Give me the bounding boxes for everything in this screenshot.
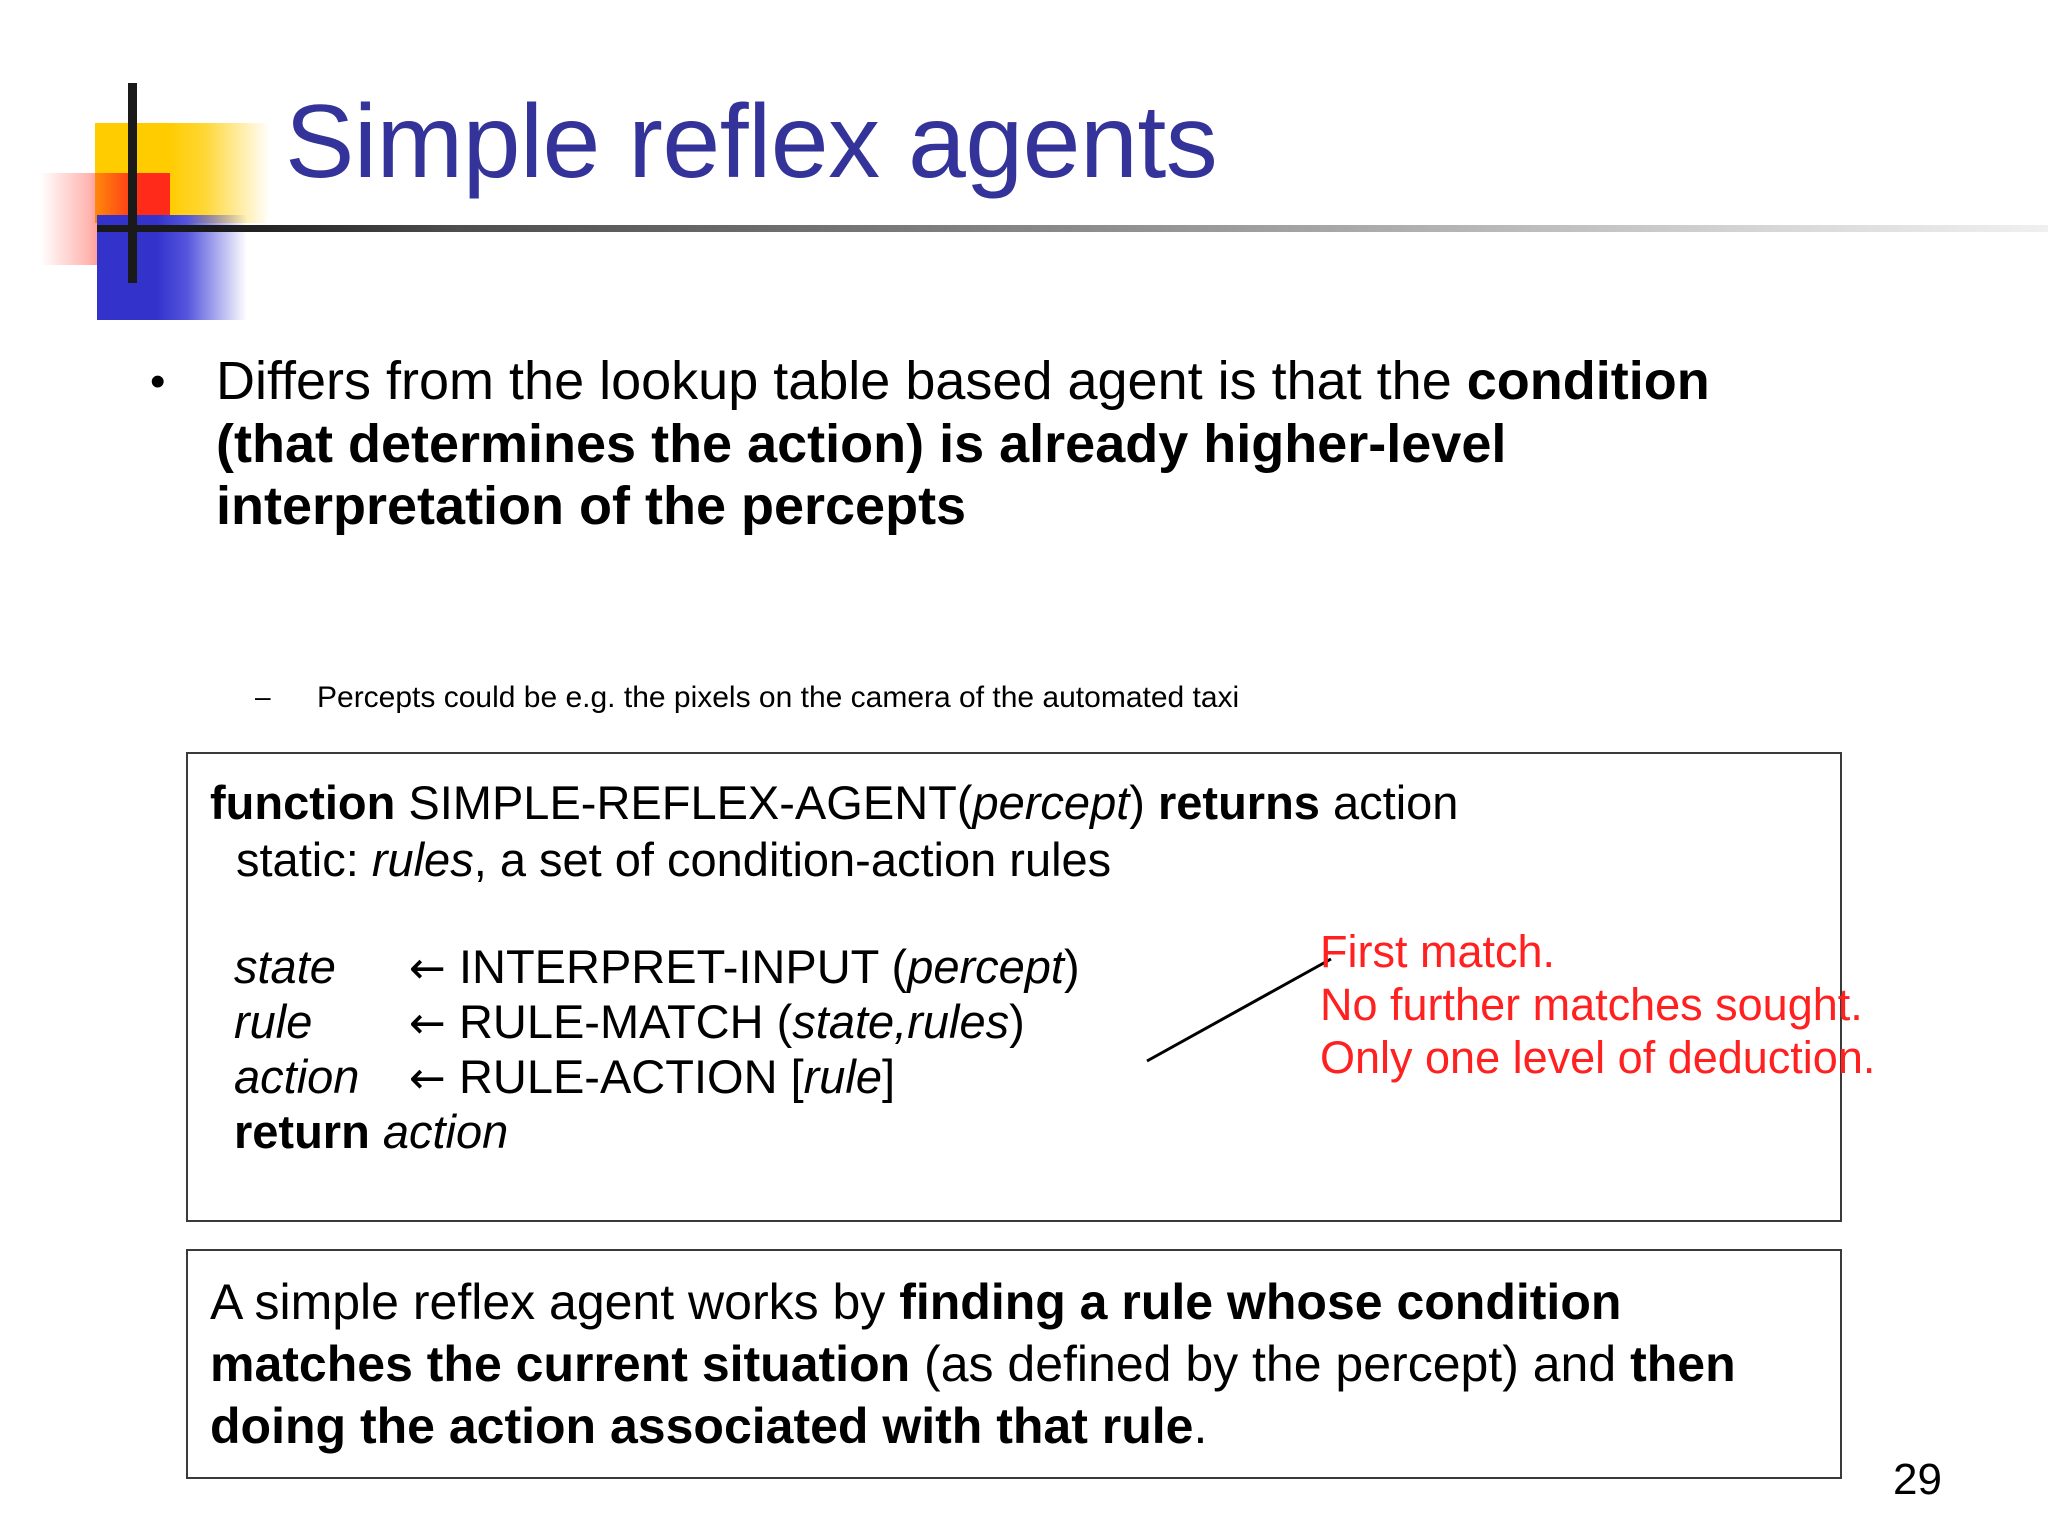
pseudocode-line-return: return action bbox=[234, 1105, 1080, 1160]
annotation-line-2: No further matches sought. bbox=[1320, 979, 1863, 1031]
summary-part-2: (as defined by the percept) and bbox=[910, 1336, 1631, 1392]
assign-arrow-icon: ← bbox=[409, 943, 446, 994]
sub-bullet-item: – Percepts could be e.g. the pixels on t… bbox=[255, 680, 1239, 716]
sub-bullet-text: Percepts could be e.g. the pixels on the… bbox=[317, 681, 1240, 714]
var-action: action bbox=[234, 1049, 360, 1103]
arg-state-rules: state,rules bbox=[792, 994, 1010, 1048]
annotation-line-3: Only one level of deduction. bbox=[1320, 1032, 1876, 1084]
logo-vertical-bar bbox=[128, 83, 137, 283]
kw-returns: returns bbox=[1158, 776, 1320, 829]
summary-part-1: A simple reflex agent works by bbox=[210, 1274, 900, 1330]
assign-arrow-icon: ← bbox=[409, 997, 446, 1049]
pseudocode-box: function SIMPLE-REFLEX-AGENT(percept) re… bbox=[186, 752, 1842, 1222]
fn-close-paren: ) bbox=[1129, 776, 1158, 829]
close-paren-2: ) bbox=[1009, 994, 1025, 1048]
summary-text: A simple reflex agent works by finding a… bbox=[210, 1271, 1830, 1457]
close-paren-1: ) bbox=[1064, 940, 1080, 993]
logo-blue-square bbox=[97, 215, 247, 320]
var-state: state bbox=[234, 940, 336, 993]
static-desc: , a set of condition-action rules bbox=[473, 833, 1112, 887]
pseudocode-body: state ← INTERPRET-INPUT (percept) rule ← R… bbox=[234, 940, 1080, 1160]
fn-name: SIMPLE-REFLEX-AGENT( bbox=[395, 776, 973, 829]
summary-bold-1: finding a rule whose condition matches t… bbox=[210, 1274, 1622, 1392]
logo-horizontal-rule bbox=[97, 225, 2048, 232]
bullet-marker-icon: • bbox=[150, 357, 166, 406]
summary-box: A simple reflex agent works by finding a… bbox=[186, 1249, 1842, 1479]
arg-percept: percept bbox=[907, 940, 1064, 993]
kw-static: static: bbox=[236, 833, 372, 887]
kw-function: function bbox=[210, 776, 396, 829]
var-rule: rule bbox=[234, 994, 313, 1048]
pseudocode-line-rule: rule ← RULE-MATCH (state,rules) bbox=[234, 995, 1080, 1050]
pseudocode-header: function SIMPLE-REFLEX-AGENT(percept) re… bbox=[210, 774, 1458, 889]
close-bracket: ] bbox=[882, 1049, 896, 1103]
page-title: Simple reflex agents bbox=[285, 84, 1218, 200]
call-rule-action: RULE-ACTION [ bbox=[458, 1049, 804, 1103]
fn-arg-percept: percept bbox=[972, 776, 1130, 829]
sub-bullet-dash-icon: – bbox=[255, 681, 271, 712]
return-value-action: action bbox=[382, 1104, 509, 1158]
main-bullet-item: • Differs from the lookup table based ag… bbox=[150, 350, 1950, 538]
assign-arrow-icon: ← bbox=[409, 1052, 446, 1104]
pseudocode-static-line: static: rules, a set of condition-action… bbox=[210, 831, 1111, 888]
page-number: 29 bbox=[1893, 1455, 1942, 1504]
static-rules: rules bbox=[371, 833, 474, 887]
pseudocode-line-state: state ← INTERPRET-INPUT (percept) bbox=[234, 940, 1080, 995]
main-bullet-text: Differs from the lookup table based agen… bbox=[216, 350, 1836, 538]
summary-bold-2: then doing the action associated with th… bbox=[210, 1336, 1736, 1454]
pseudocode-signature-line: function SIMPLE-REFLEX-AGENT(percept) re… bbox=[210, 774, 1458, 831]
call-interpret-input: INTERPRET-INPUT ( bbox=[458, 940, 908, 993]
arg-rule: rule bbox=[803, 1049, 883, 1103]
annotation-line-1: First match. bbox=[1320, 926, 1556, 977]
main-bullet-emphasis: condition (that determines the action) i… bbox=[216, 351, 1710, 537]
annotation-note: First match. No further matches sought. … bbox=[1320, 925, 1875, 1084]
call-rule-match: RULE-MATCH ( bbox=[458, 994, 793, 1048]
fn-return-type: action bbox=[1319, 776, 1459, 829]
main-bullet-lead: Differs from the lookup table based agen… bbox=[216, 351, 1467, 411]
summary-part-3: . bbox=[1193, 1398, 1208, 1454]
slide-logo-decoration bbox=[40, 75, 2048, 320]
kw-return: return bbox=[234, 1104, 370, 1158]
pseudocode-line-action: action ← RULE-ACTION [rule] bbox=[234, 1050, 1080, 1105]
